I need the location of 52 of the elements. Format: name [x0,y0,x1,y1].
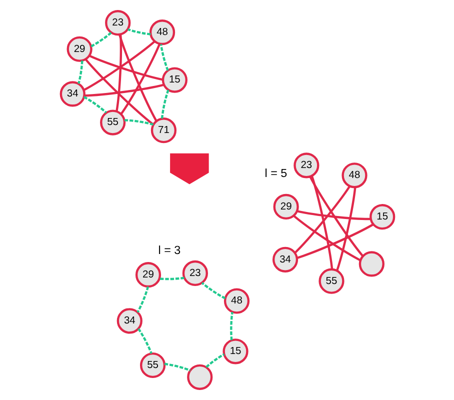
node-circle: 48 [223,288,250,314]
connector [124,119,154,126]
node-circle: 34 [272,246,298,272]
connector [84,84,164,97]
connector [82,40,155,91]
connector [120,43,160,115]
connector [136,286,149,313]
connector [205,353,224,368]
node-circle: 55 [139,352,166,378]
connector [82,96,106,114]
node-circle: 29 [134,262,161,288]
node-circle: 15 [222,338,248,364]
connector [127,28,150,36]
node-circle: 71 [150,118,176,144]
connector [137,328,152,354]
node-circle: 23 [293,152,319,178]
node-circle: 55 [100,110,126,136]
node-circle: 48 [148,20,175,46]
connector [164,362,190,372]
connector [84,58,154,126]
connector [77,60,83,84]
label: l = 5 [264,167,287,180]
node-circle: 34 [116,308,142,334]
connector [336,187,356,271]
label: l = 3 [158,244,180,258]
node-circle: 48 [341,162,367,188]
node-circle: 15 [161,67,187,93]
connector [292,214,360,262]
node-circle: 29 [272,194,298,220]
node-circle: 55 [318,268,344,294]
connector [296,210,370,220]
connector [159,44,168,71]
connector [230,312,233,340]
connector [294,186,350,254]
connector [115,34,122,112]
connector [88,54,163,81]
node-circle: 15 [369,204,395,230]
connector [200,282,226,300]
node-circle [358,251,384,277]
connector [296,223,374,260]
node-circle: 23 [104,10,130,36]
connector [308,176,364,257]
node-circle: 23 [182,260,208,286]
node-circle: 34 [59,81,85,107]
connector [160,90,169,119]
node-arrow [170,153,208,184]
connector [310,176,333,270]
connector [118,34,157,122]
connector [90,32,112,48]
node-circle [186,364,212,390]
node-circle: 29 [66,36,92,62]
connector [158,276,184,280]
